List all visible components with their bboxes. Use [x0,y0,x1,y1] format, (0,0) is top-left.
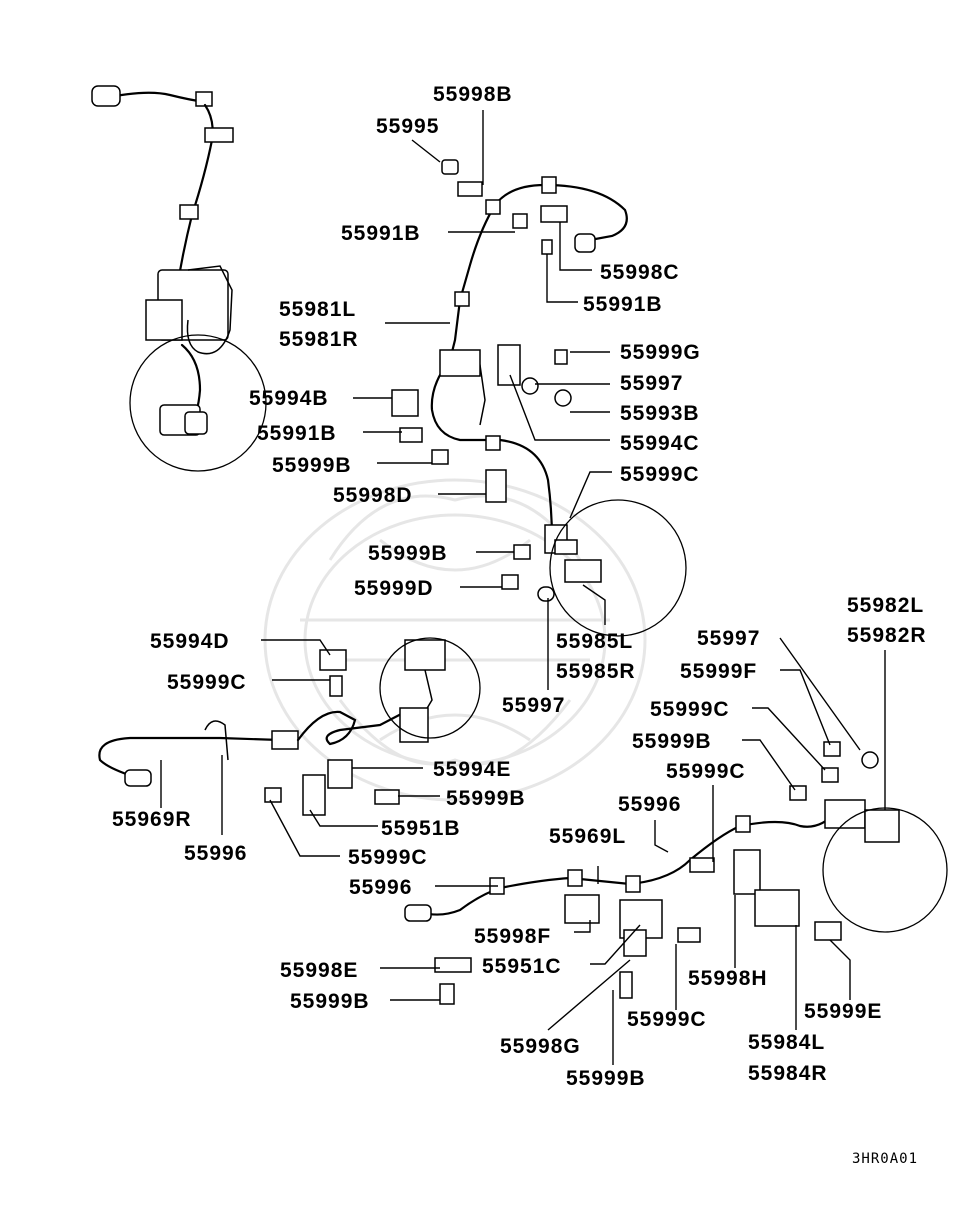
label-55998H: 55998H [688,967,768,990]
label-55999B-a: 55999B [272,454,352,477]
label-55996-c: 55996 [349,876,412,899]
label-55999C-e: 55999C [348,846,428,869]
label-55999B-c: 55999B [632,730,712,753]
label-55994C: 55994C [620,432,700,455]
label-55999B-b: 55999B [368,542,448,565]
label-55982L: 55982L [847,594,924,617]
label-55999B-f: 55999B [566,1067,646,1090]
label-55985L: 55985L [556,630,633,653]
leader-lines [160,110,886,1065]
label-55994B: 55994B [249,387,329,410]
label-55999B-e: 55999B [290,990,370,1013]
part-labels: 55998B 55995 55991B 55998C 55991B 55981L… [112,83,927,1090]
label-55995: 55995 [376,115,439,138]
label-55998C: 55998C [600,261,680,284]
label-55951C: 55951C [482,955,562,978]
label-55985R: 55985R [556,660,636,683]
label-55999C-a: 55999C [620,463,700,486]
label-55993B: 55993B [620,402,700,425]
label-55981R: 55981R [279,328,359,351]
label-55951B: 55951B [381,817,461,840]
diagram-code: 3HR0A01 [852,1151,918,1167]
label-55999C-c: 55999C [650,698,730,721]
label-55991B-c: 55991B [257,422,337,445]
label-55969R: 55969R [112,808,192,831]
label-55994D: 55994D [150,630,230,653]
label-55998D: 55998D [333,484,413,507]
label-55998G: 55998G [500,1035,581,1058]
label-55969L: 55969L [549,825,626,848]
label-55991B-a: 55991B [341,222,421,245]
label-55998F: 55998F [474,925,551,948]
rear-left-harness [98,637,481,787]
label-55999C-d: 55999C [666,760,746,783]
label-55996-b: 55996 [184,842,247,865]
label-55981L: 55981L [279,298,356,321]
rear-right-harness [404,799,948,933]
watermark-emblem [263,478,647,802]
label-55996-a: 55996 [618,793,681,816]
label-55994E: 55994E [433,758,511,781]
label-55999C-b: 55999C [167,671,247,694]
small-parts [264,159,879,1005]
label-55999G: 55999G [620,341,701,364]
label-55999D: 55999D [354,577,434,600]
label-55999E: 55999E [804,1000,882,1023]
label-55982R: 55982R [847,624,927,647]
label-55984R: 55984R [748,1062,828,1085]
upper-sensor-harness [430,176,687,637]
label-55997-a: 55997 [620,372,683,395]
label-55997-b: 55997 [697,627,760,650]
label-55984L: 55984L [748,1031,825,1054]
label-55999C-f: 55999C [627,1008,707,1031]
label-55997-c: 55997 [502,694,565,717]
overview-front-assembly [91,85,267,472]
label-55999B-d: 55999B [446,787,526,810]
label-55998E: 55998E [280,959,358,982]
label-55999F: 55999F [680,660,757,683]
label-55991B-b: 55991B [583,293,663,316]
label-55998B-top: 55998B [433,83,513,106]
